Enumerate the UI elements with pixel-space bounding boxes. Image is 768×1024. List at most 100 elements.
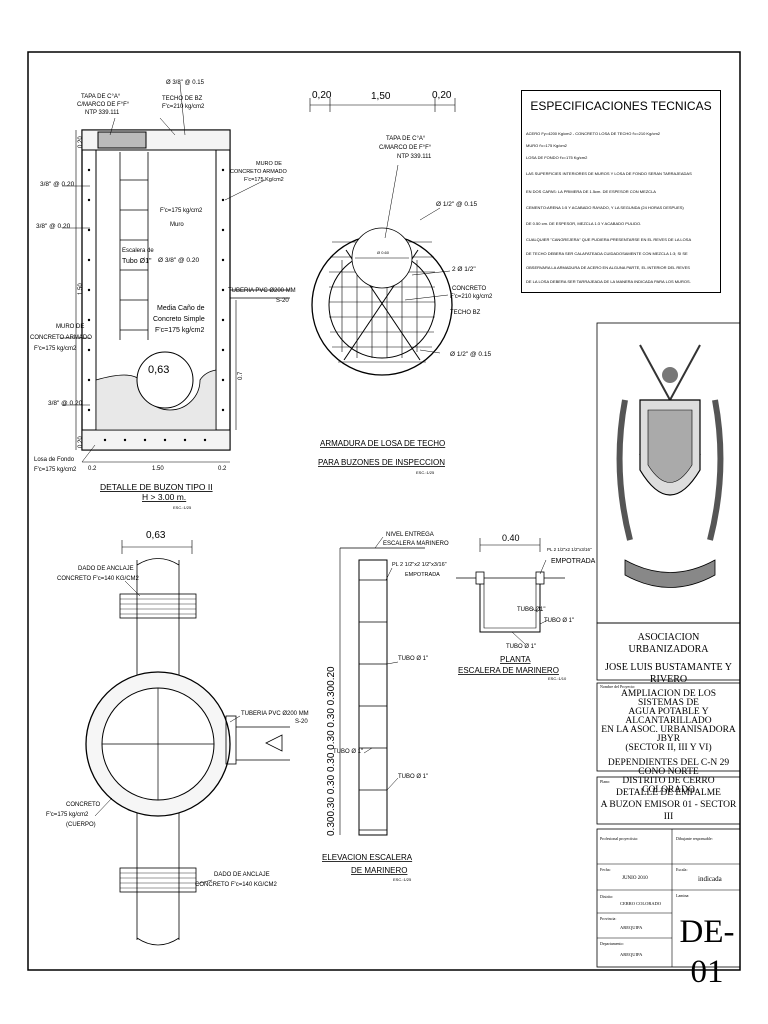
dibujante-label: Dibujante responsable: [676,836,713,841]
buzon-techo-bar: Ø 3/8" @ 0.15 [166,80,205,86]
planta-dado-top-0: DADO DE ANCLAJE [78,566,134,572]
buzon-techo-label-1: F'c=210 kg/cm2 [162,104,205,110]
spec-line-6: DE 0.50 cm. DE ESPESOR, MEZCLA 1:3 Y ACA… [526,221,642,226]
planta-escalera-tubo-b: TUBO Ø 1" [544,618,574,624]
buzon-muro-concreto-1: CONCRETO ARMADO [230,169,287,175]
buzon-tapa-label-1: C/MARCO DE F°F° [77,102,130,108]
planta-concreto-1: F'c=175 kg/cm2 [46,812,89,818]
armadura-section: 0,20 1,50 0,20 TAPA DE C°A° C/MARCO DE F… [309,90,493,475]
planta-concreto-0: CONCRETO [66,802,101,808]
escalera-pl-0: PL 2 1/2"x2 1/2"x3/16" [392,562,447,568]
escalera-nivel-0: NIVEL ENTREGA [386,532,434,538]
planta-dado-bottom-1: CONCRETO F'c=140 KG/CM2 [195,882,278,888]
buzon-muro-armado-1: CONCRETO ARMADO [30,335,92,341]
escalera-tubo-1: TUBO Ø 1" [333,749,363,755]
armadura-tapa-2: NTP 339.111 [397,154,432,160]
buzon-muro-label-1: Muro [170,222,184,228]
buzon-losa-fondo-1: F'c=175 kg/cm2 [34,467,77,473]
manhole-cover [97,131,147,149]
buzon-muro-label-0: F'c=175 kg/cm2 [160,208,203,214]
armadura-inner-dim: Ø 0.60 [377,250,390,255]
buzon-escalera-1: Tubo Ø1" [122,258,152,265]
detail-buzon-section: TAPA DE C°A° C/MARCO DE F°F° NTP 339.111… [30,80,296,510]
project-line-3: (SECTOR II, III Y VI) [625,743,712,753]
armadura-esc: ESC.:1/25 [416,470,435,475]
title-block-frame [596,622,741,968]
escalera-pl-1: EMPOTRADA [405,572,440,578]
escalera-tubo-2: TUBO Ø 1" [398,774,428,780]
buzon-losa-fondo-0: Losa de Fondo [34,457,75,463]
buzon-tapa-label-0: TAPA DE C°A° [81,94,121,100]
plano-line-0: DETALLE DE EMPALME [616,788,721,798]
project-line-2: EN LA ASOC. URBANISADORA JBYR [601,725,736,744]
plano-label: Plano: [600,779,611,784]
armadura-dim-1: 1,50 [371,91,391,102]
fecha-value: JUNIO 2010 [622,876,648,881]
spec-line-2: LOSA DE FONDO f'c=175 Kg/cm2 [526,155,588,160]
spec-line-10: DE LA LOSA DEBERA SER TARRAJEADA DE LA M… [526,279,691,284]
title-block-project: AMPLIACION DE LOS SISTEMAS DE AGUA POTAB… [597,689,740,795]
buzon-escalera-0: Escalera de [122,248,154,254]
planta-escalera-esc: ESC.:1/10 [548,676,567,681]
buzon-dim-left-0: 0.20 [78,136,84,148]
escalera-nivel-1: ESCALERA MARINERO [383,541,449,547]
planta-escalera-pl-1: EMPOTRADA [551,558,596,565]
escalera-esc: ESC.:1/25 [393,877,412,882]
dado-bottom [119,867,197,893]
armadura-dim-0: 0,20 [312,90,332,101]
planta-dado-top-1: CONCRETO F'c=140 KG/CM2 [57,576,140,582]
buzon-techo-label-0: TECHO DE BZ [162,96,203,102]
planta-dado-bottom-0: DADO DE ANCLAJE [214,872,270,878]
armadura-concreto-1: F'c=210 kg/cm2 [450,294,493,300]
planta-escalera-rung [479,584,541,633]
buzon-bar-d: Ø 3/8" @ 0.20 [158,257,199,264]
media-cana [95,369,217,431]
lamina-label: Lamina: [676,893,690,898]
buzon-tapa-label-2: NTP 339.111 [85,110,120,116]
org-line-1: JOSE LUIS BUSTAMANTE Y RIVERO [605,662,732,685]
fecha-label: Fecha: [600,867,611,872]
flow-arrow-icon [265,734,283,752]
emblem-logo [596,322,741,624]
buzon-bar-a: 3/8" @ 0.20 [40,181,75,188]
dado-top [119,593,197,619]
buzon-muro-concreto-0: MURO DE [256,161,282,167]
project-line-0: AMPLIACION DE LOS SISTEMAS DE [621,689,716,708]
armadura-bar-2: 2 Ø 1/2" [452,266,476,273]
planta-escalera-dim: 0.40 [502,533,520,543]
buzon-media-cana-1: Concreto Simple [153,316,205,323]
buzon-esc: ESC.:1/25 [173,505,192,510]
armadura-bar-top: Ø 1/2" @ 0.15 [436,201,477,208]
spec-line-9: OBSERVARA LA ARMADURA DE ACERO EN ALGUNA… [526,265,690,270]
planta-escalera-title-1: ESCALERA DE MARINERO [458,666,559,675]
armadura-tapa-0: TAPA DE C°A° [386,136,426,142]
buzon-diameter: 0,63 [148,364,169,376]
buzon-dim-bottom-2: 0.2 [218,466,227,472]
planta-tuberia-1: S-20 [295,719,308,725]
buzon-dim-bottom-1: 1.50 [152,466,164,472]
planta-dim: 0,63 [146,530,166,541]
planta-escalera-title-0: PLANTA [500,655,531,664]
leader-lines-buzon [60,82,266,463]
armadura-concreto-0: CONCRETO [452,286,487,292]
buzon-media-cana-2: F'c=175 kg/cm2 [155,327,204,334]
planta-concreto-2: (CUERPO) [66,822,96,828]
project-line-1: AGUA POTABLE Y ALCANTARILLADO [625,707,712,726]
leader-lines-armadura [384,164,451,354]
title-block-org: ASOCIACION URBANIZADORA JOSE LUIS BUSTAM… [597,632,740,686]
provincia-label: Provincia: [600,916,617,921]
escalera-title-0: ELEVACION ESCALERA [322,853,413,862]
plano-line-1: A BUZON EMISOR 01 - SECTOR III [600,800,737,822]
spec-line-8: DE TECHO DEBERA SER CALAFATEADA CUIDADOS… [526,251,688,256]
profesional-label: Profesional proyectista: [600,836,638,841]
elevacion-escalera-section: NIVEL ENTREGA ESCALERA MARINERO PL 2 1/2… [322,532,449,882]
armadura-bar-bottom: Ø 1/2" @ 0.15 [450,351,491,358]
buzon-dim-left-2: 0.20 [78,436,84,448]
distrito-label: Distrito: [600,894,614,899]
spec-line-3: LAS SUPERFICIES INTERIORES DE MUROS Y LO… [526,171,692,176]
title-block-plano: DETALLE DE EMPALME A BUZON EMISOR 01 - S… [597,787,740,823]
project-line-5: DISTRITO DE CERRO COLORADO [622,776,715,795]
departamento-value: AREQUIPA [620,952,643,957]
escala-label: Escala: [676,867,688,872]
escalera-title-1: DE MARINERO [351,866,407,875]
